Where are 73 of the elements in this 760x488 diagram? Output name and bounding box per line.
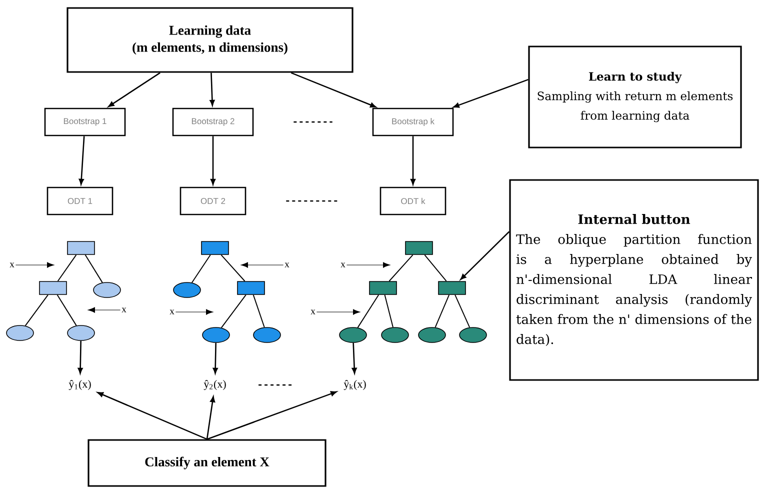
tree-branch — [434, 294, 450, 328]
arrow — [212, 342, 218, 374]
process-box: Bootstrap 1 — [44, 108, 126, 136]
process-box: Bootstrap k — [372, 108, 454, 136]
arrow — [316, 309, 360, 315]
arrow — [206, 391, 337, 440]
tree-branch — [56, 294, 77, 326]
leaf-ellipse — [253, 327, 281, 343]
process-box: Bootstrap 2 — [172, 108, 254, 136]
leaf-ellipse — [418, 327, 446, 343]
leaf-ellipse — [93, 282, 121, 298]
tree-node-box — [369, 281, 397, 295]
callout-box: Internal button The oblique partition function is a hyperplane obtained by n'-dimensional LDA linear discriminant analysis (randomly taken from the n' dimensions of the data). — [509, 179, 759, 381]
arrow — [210, 136, 216, 185]
tree-node-box — [67, 241, 95, 255]
arrow — [206, 396, 216, 440]
tree-branch — [220, 254, 246, 282]
input-label: x — [10, 262, 14, 268]
leaf-ellipse — [339, 327, 367, 343]
dashed-line — [258, 384, 294, 386]
tree-branch — [424, 254, 447, 282]
tree-node-box — [405, 241, 433, 255]
arrow — [15, 262, 54, 268]
leaf-ellipse — [459, 327, 487, 343]
tree-node-box — [438, 281, 466, 295]
input-label: x — [310, 310, 316, 314]
arrow — [210, 72, 215, 106]
tree-branch — [252, 294, 265, 328]
tree-branch — [454, 294, 470, 328]
arrow — [78, 136, 85, 185]
text-box: Learning data (m elements, n dimensions) — [66, 7, 354, 73]
leader-line — [453, 78, 528, 108]
arrow — [240, 262, 284, 268]
tree-branch — [384, 294, 394, 328]
input-label: x — [122, 308, 126, 312]
tree-branch — [357, 294, 380, 328]
output-label: ŷ$_{2}$(x) — [204, 380, 226, 390]
leaf-ellipse — [202, 327, 230, 343]
process-box: ODT 2 — [180, 186, 246, 216]
arrow — [410, 136, 416, 185]
tree-node-box — [237, 281, 265, 295]
arrow — [78, 340, 83, 374]
output-label: ŷ$_{k}$(x) — [344, 380, 366, 390]
tree-branch — [191, 254, 211, 284]
dashed-line — [286, 200, 340, 202]
tree-branch — [57, 254, 77, 282]
arrow — [352, 342, 357, 374]
callout-box: Learn to study Sampling with return m elements from learning data — [528, 46, 742, 148]
arrow — [346, 262, 390, 268]
leaf-ellipse — [67, 325, 95, 341]
text-box: Classify an element X — [88, 439, 326, 487]
arrow — [108, 72, 160, 108]
dashed-line — [294, 121, 332, 123]
tree-branch — [388, 254, 414, 282]
arrow — [175, 309, 214, 315]
leaf-ellipse — [6, 325, 34, 341]
input-label: x — [170, 310, 174, 314]
output-label: ŷ$_{1}$(x) — [68, 380, 91, 390]
tree-node-box — [201, 241, 229, 255]
tree-node-box — [39, 281, 67, 295]
process-box: ODT 1 — [46, 186, 114, 216]
tree-branch — [220, 294, 246, 328]
arrow — [97, 392, 208, 440]
leader-line — [460, 231, 510, 280]
input-label: x — [284, 262, 290, 268]
tree-branch — [84, 254, 103, 284]
arrow — [88, 307, 121, 313]
arrow — [290, 72, 376, 108]
input-label: x — [340, 262, 346, 268]
leaf-ellipse — [173, 282, 201, 298]
process-box: ODT k — [380, 186, 446, 216]
leaf-ellipse — [381, 327, 409, 343]
tree-branch — [24, 294, 48, 326]
